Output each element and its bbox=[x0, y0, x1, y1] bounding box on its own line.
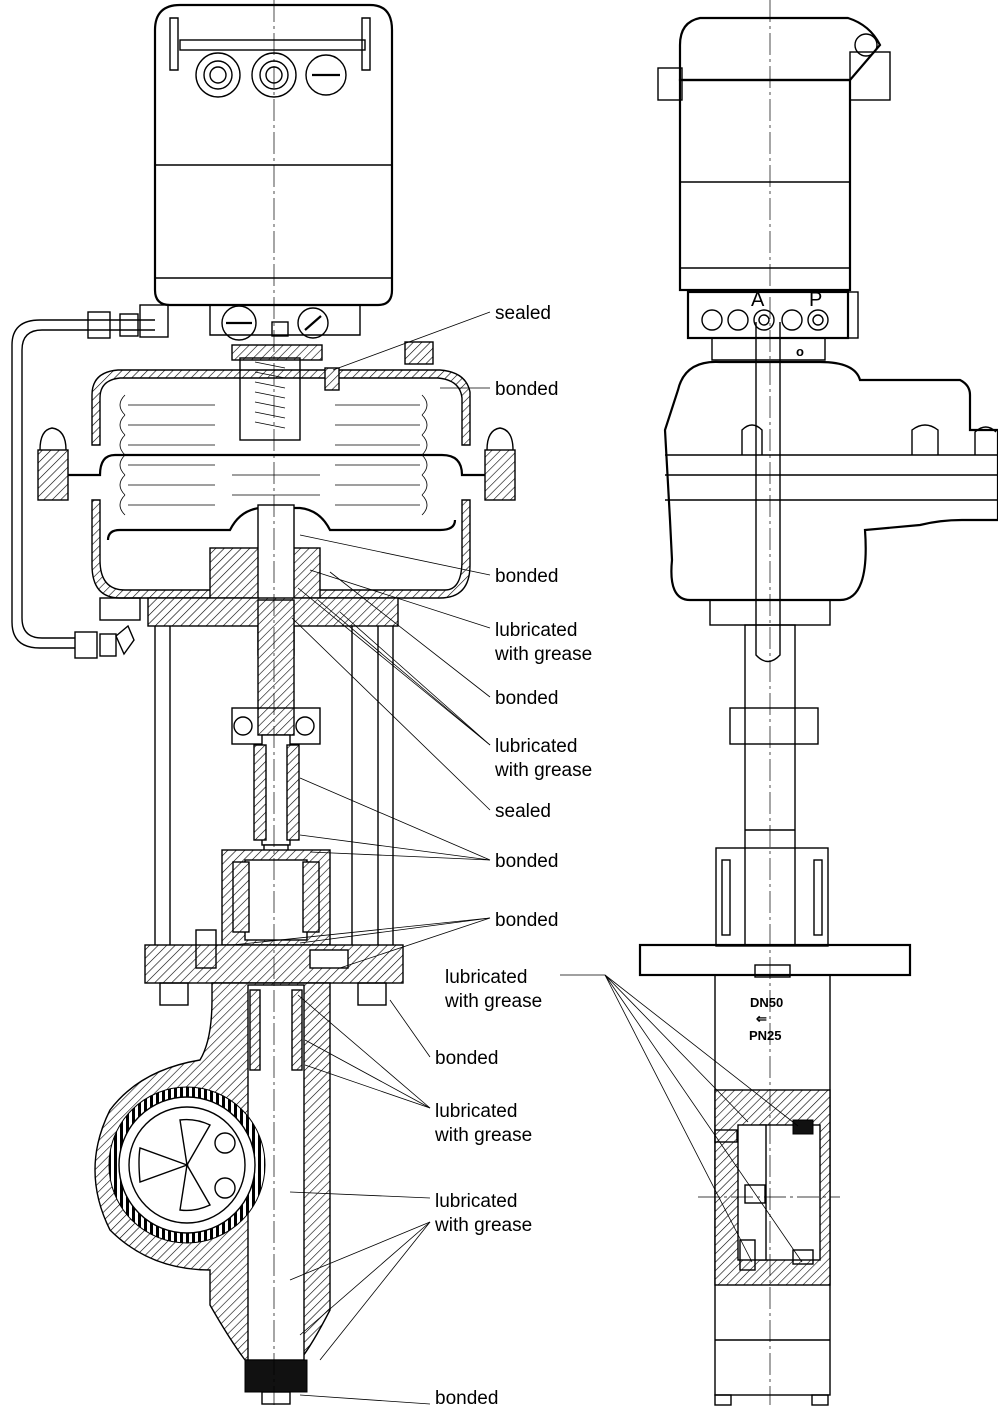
callout-bonded-4: bonded bbox=[495, 851, 558, 872]
callout-lubricated-1-line1: lubricated bbox=[495, 620, 577, 641]
flow-direction-arrow: ⇐ bbox=[756, 1011, 767, 1026]
nameplate-pn: PN25 bbox=[749, 1028, 782, 1043]
flange-side bbox=[638, 943, 912, 977]
port-o-label: o bbox=[796, 344, 804, 359]
callout-bonded-6: bonded bbox=[435, 1048, 498, 1069]
air-supply-tube bbox=[11, 304, 169, 659]
callout-bonded-3: bonded bbox=[495, 688, 558, 709]
positioner-side bbox=[657, 16, 891, 340]
leader-lines bbox=[231, 311, 803, 1405]
callout-sealed-top: sealed bbox=[495, 303, 551, 324]
actuator-side bbox=[663, 360, 998, 626]
callout-bonded-5: bonded bbox=[495, 910, 558, 931]
callout-lubricated-2-line1: lubricated bbox=[495, 736, 577, 757]
port-p-label: P bbox=[809, 289, 822, 311]
valve-body-section bbox=[94, 982, 331, 1405]
actuator-section bbox=[37, 341, 516, 656]
positioner-housing bbox=[153, 3, 394, 341]
callout-lubricated-5-line2: with grease bbox=[434, 1215, 532, 1236]
port-a-label: A bbox=[751, 289, 765, 311]
callout-lubricated-2-line2: with grease bbox=[494, 760, 592, 781]
return-springs bbox=[119, 394, 428, 516]
callout-bonded-1: bonded bbox=[495, 379, 558, 400]
cable-gland-1 bbox=[195, 52, 241, 98]
callout-lubricated-3-line1: lubricated bbox=[445, 967, 527, 988]
callout-bonded-bottom: bonded bbox=[435, 1388, 498, 1409]
callout-sealed-mid: sealed bbox=[495, 801, 551, 822]
callout-bonded-2: bonded bbox=[495, 566, 558, 587]
callout-lubricated-4-line1: lubricated bbox=[435, 1101, 517, 1122]
nameplate-dn: DN50 bbox=[750, 995, 783, 1010]
callout-lubricated-5-line1: lubricated bbox=[435, 1191, 517, 1212]
port-a-icon bbox=[753, 309, 775, 331]
callout-lubricated-1-line2: with grease bbox=[494, 644, 592, 665]
callout-labels: sealed bonded bonded lubricated with gre… bbox=[434, 303, 592, 1409]
callout-lubricated-4-line2: with grease bbox=[434, 1125, 532, 1146]
blind-plug bbox=[305, 54, 347, 96]
side-view: A P o DN50 ⇐ PN25 bbox=[638, 0, 998, 1406]
front-section-view bbox=[11, 0, 516, 1405]
port-p-icon bbox=[807, 309, 829, 331]
callout-lubricated-3-line2: with grease bbox=[444, 991, 542, 1012]
